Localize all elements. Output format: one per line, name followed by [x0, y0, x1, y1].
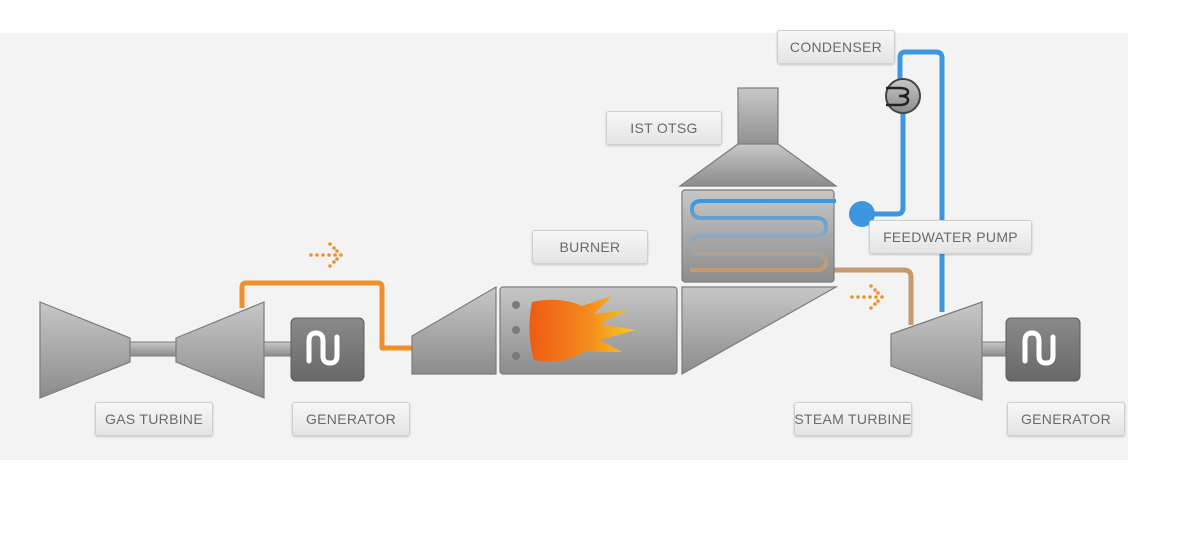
gt-generator-shaft: [263, 341, 293, 357]
generator-right-body: [1005, 317, 1081, 382]
condenser-coil-icon: [885, 86, 910, 107]
gas-turbine-label: GAS TURBINE: [95, 402, 213, 436]
generator-left: [290, 317, 365, 382]
condenser-label: CONDENSER: [777, 30, 895, 64]
condensate-pipe: [897, 49, 945, 312]
dotted-arrow-icon: [309, 242, 343, 268]
condenser: [885, 78, 921, 114]
steam-turbine: [890, 301, 1007, 401]
hot-gas-pipe: [239, 280, 412, 351]
gas-turbine: [39, 301, 293, 399]
burner-nozzle: [512, 301, 520, 309]
ist-otsg-label: IST OTSG: [606, 111, 722, 145]
steam-pipe: [823, 267, 914, 325]
feedwater-pipe: [868, 108, 906, 217]
steam-turbine-body: [890, 301, 983, 401]
feedwater-pump-icon: [849, 201, 875, 227]
steam-turbine-label: STEAM TURBINE: [794, 402, 912, 436]
generator-left-body: [290, 317, 365, 382]
otsg-hood: [678, 143, 838, 187]
st-generator-shaft: [981, 341, 1007, 357]
generator-right-label: GENERATOR: [1007, 402, 1125, 436]
otsg-stack: [737, 87, 779, 151]
dotted-arrow-icon: [850, 284, 884, 310]
burner-inlet-duct: [411, 285, 497, 375]
gt-turbine-stage: [175, 301, 265, 399]
flame-icon: [529, 296, 636, 362]
burner-nozzle: [512, 352, 520, 360]
sine-wave-icon: [1022, 330, 1056, 366]
gt-shaft: [129, 341, 177, 357]
otsg-coil: [689, 199, 836, 272]
ist-otsg-unit: [678, 87, 838, 283]
burner-label: BURNER: [532, 230, 648, 264]
burner-nozzle: [512, 326, 520, 334]
sine-wave-icon: [306, 330, 340, 366]
exhaust-duct: [681, 286, 839, 376]
generator-right: [1005, 317, 1081, 382]
generator-left-label: GENERATOR: [292, 402, 410, 436]
burner: [411, 285, 839, 376]
feedwater-pump-label: FEEDWATER PUMP: [869, 220, 1032, 254]
gt-compressor-stage: [39, 301, 131, 399]
